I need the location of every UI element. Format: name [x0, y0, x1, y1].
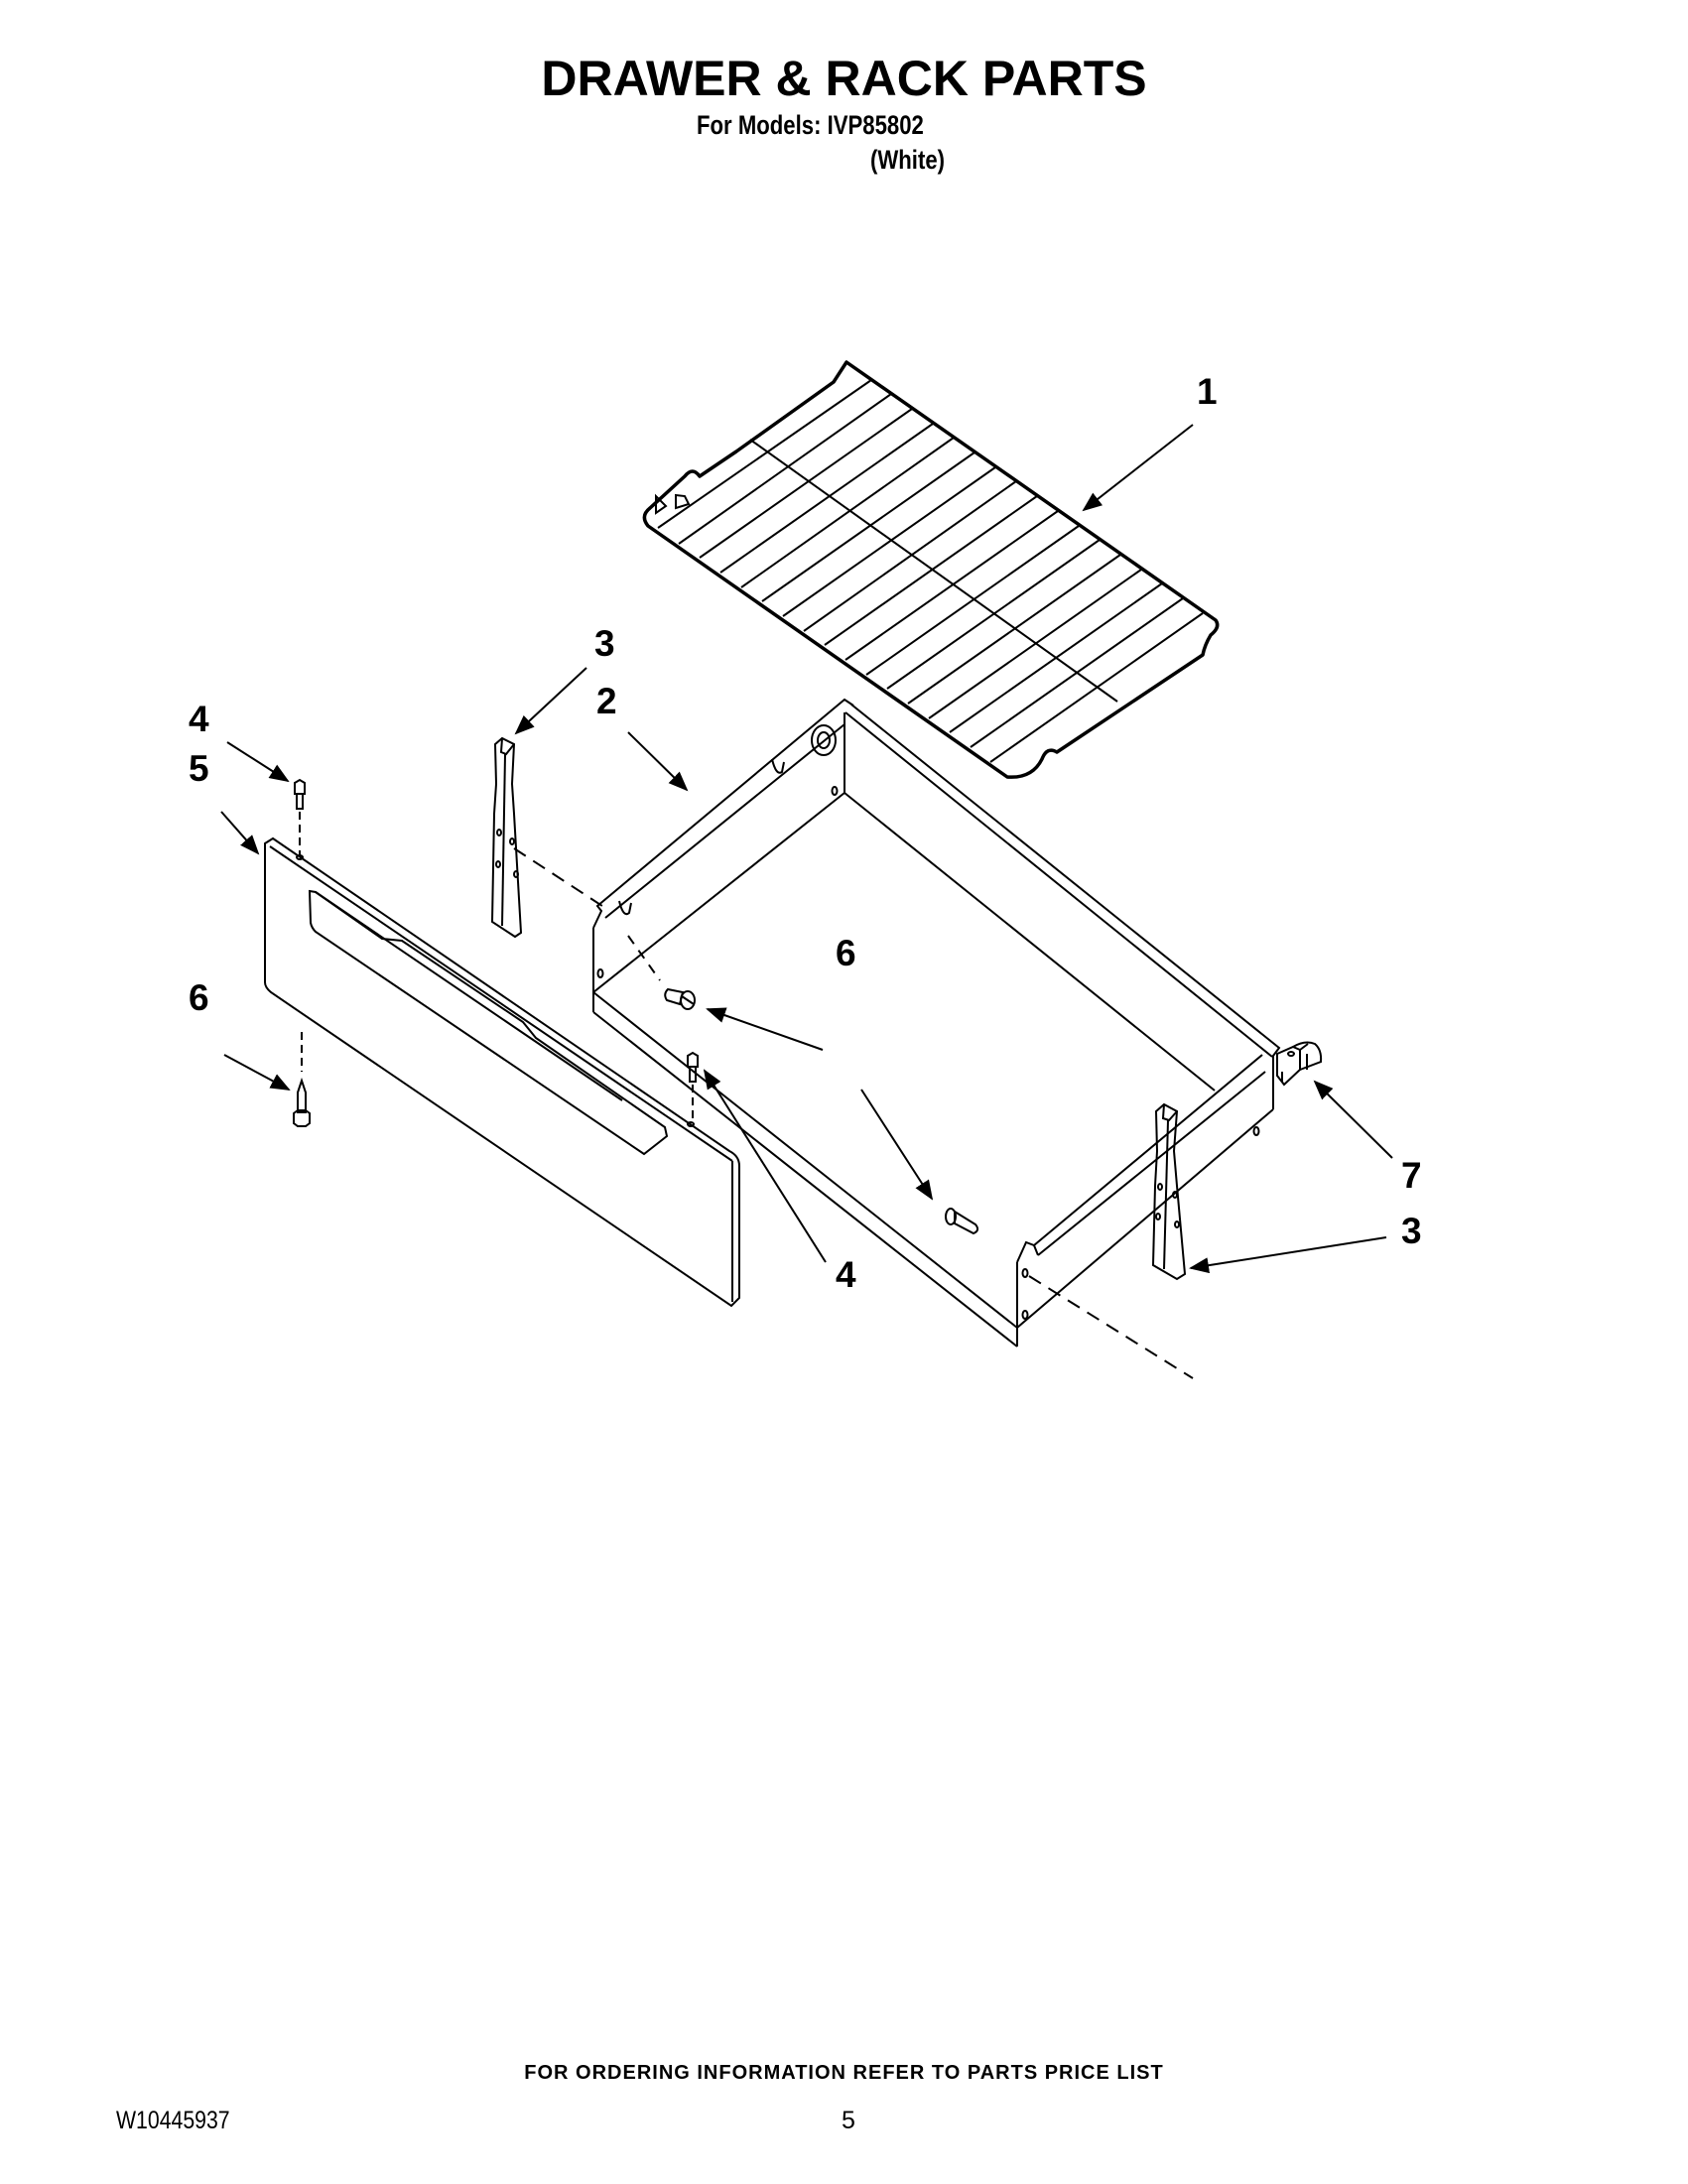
callout-4-top: 4	[189, 699, 209, 739]
drawer-part	[592, 698, 1281, 1348]
callout-2: 2	[596, 681, 617, 721]
drawer-glide-right-part	[1151, 1102, 1187, 1281]
screw-lower-part	[687, 1051, 699, 1122]
ordering-note: FOR ORDERING INFORMATION REFER TO PARTS …	[524, 2062, 1164, 2084]
page-title: DRAWER & RACK PARTS	[541, 51, 1147, 106]
drawer-glide-left-part	[490, 736, 523, 939]
arrow-4-lower	[703, 1069, 827, 1263]
document-number: W10445937	[116, 2107, 230, 2134]
callout-6-left: 6	[189, 977, 209, 1018]
callout-3-left: 3	[594, 623, 615, 664]
leader-arrows	[220, 424, 1393, 1274]
models-line: For Models: IVP85802	[697, 110, 924, 140]
callout-7: 7	[1401, 1155, 1422, 1196]
arrow-6-left	[223, 1054, 291, 1091]
arrow-3-right	[1189, 1236, 1387, 1274]
callout-5: 5	[189, 748, 209, 789]
drawer-front-panel-part	[264, 836, 740, 1308]
screw-front-panel-part	[293, 1032, 311, 1127]
arrow-6-lower	[860, 1089, 934, 1201]
callout-6-mid: 6	[836, 933, 856, 973]
model-color: (White)	[870, 145, 946, 175]
callout-3-right: 3	[1401, 1211, 1422, 1251]
arrow-1	[1082, 424, 1194, 512]
callout-4-lower: 4	[836, 1254, 856, 1295]
arrow-2	[627, 731, 689, 792]
screw-drawer-side-part	[627, 935, 696, 1010]
arrow-4-top	[226, 741, 290, 783]
arrow-5	[220, 811, 260, 855]
drawer-clip-part	[1276, 1041, 1323, 1087]
screw-top-part	[294, 778, 306, 855]
arrow-6-mid	[706, 1007, 824, 1051]
arrow-7	[1313, 1080, 1393, 1159]
alignment-line-left	[513, 847, 606, 909]
arrow-3-left	[514, 667, 587, 735]
page-number: 5	[842, 2107, 855, 2134]
oven-rack-part	[642, 360, 1220, 779]
screw-drawer-front-part	[945, 1208, 1194, 1379]
callout-1: 1	[1197, 371, 1218, 412]
